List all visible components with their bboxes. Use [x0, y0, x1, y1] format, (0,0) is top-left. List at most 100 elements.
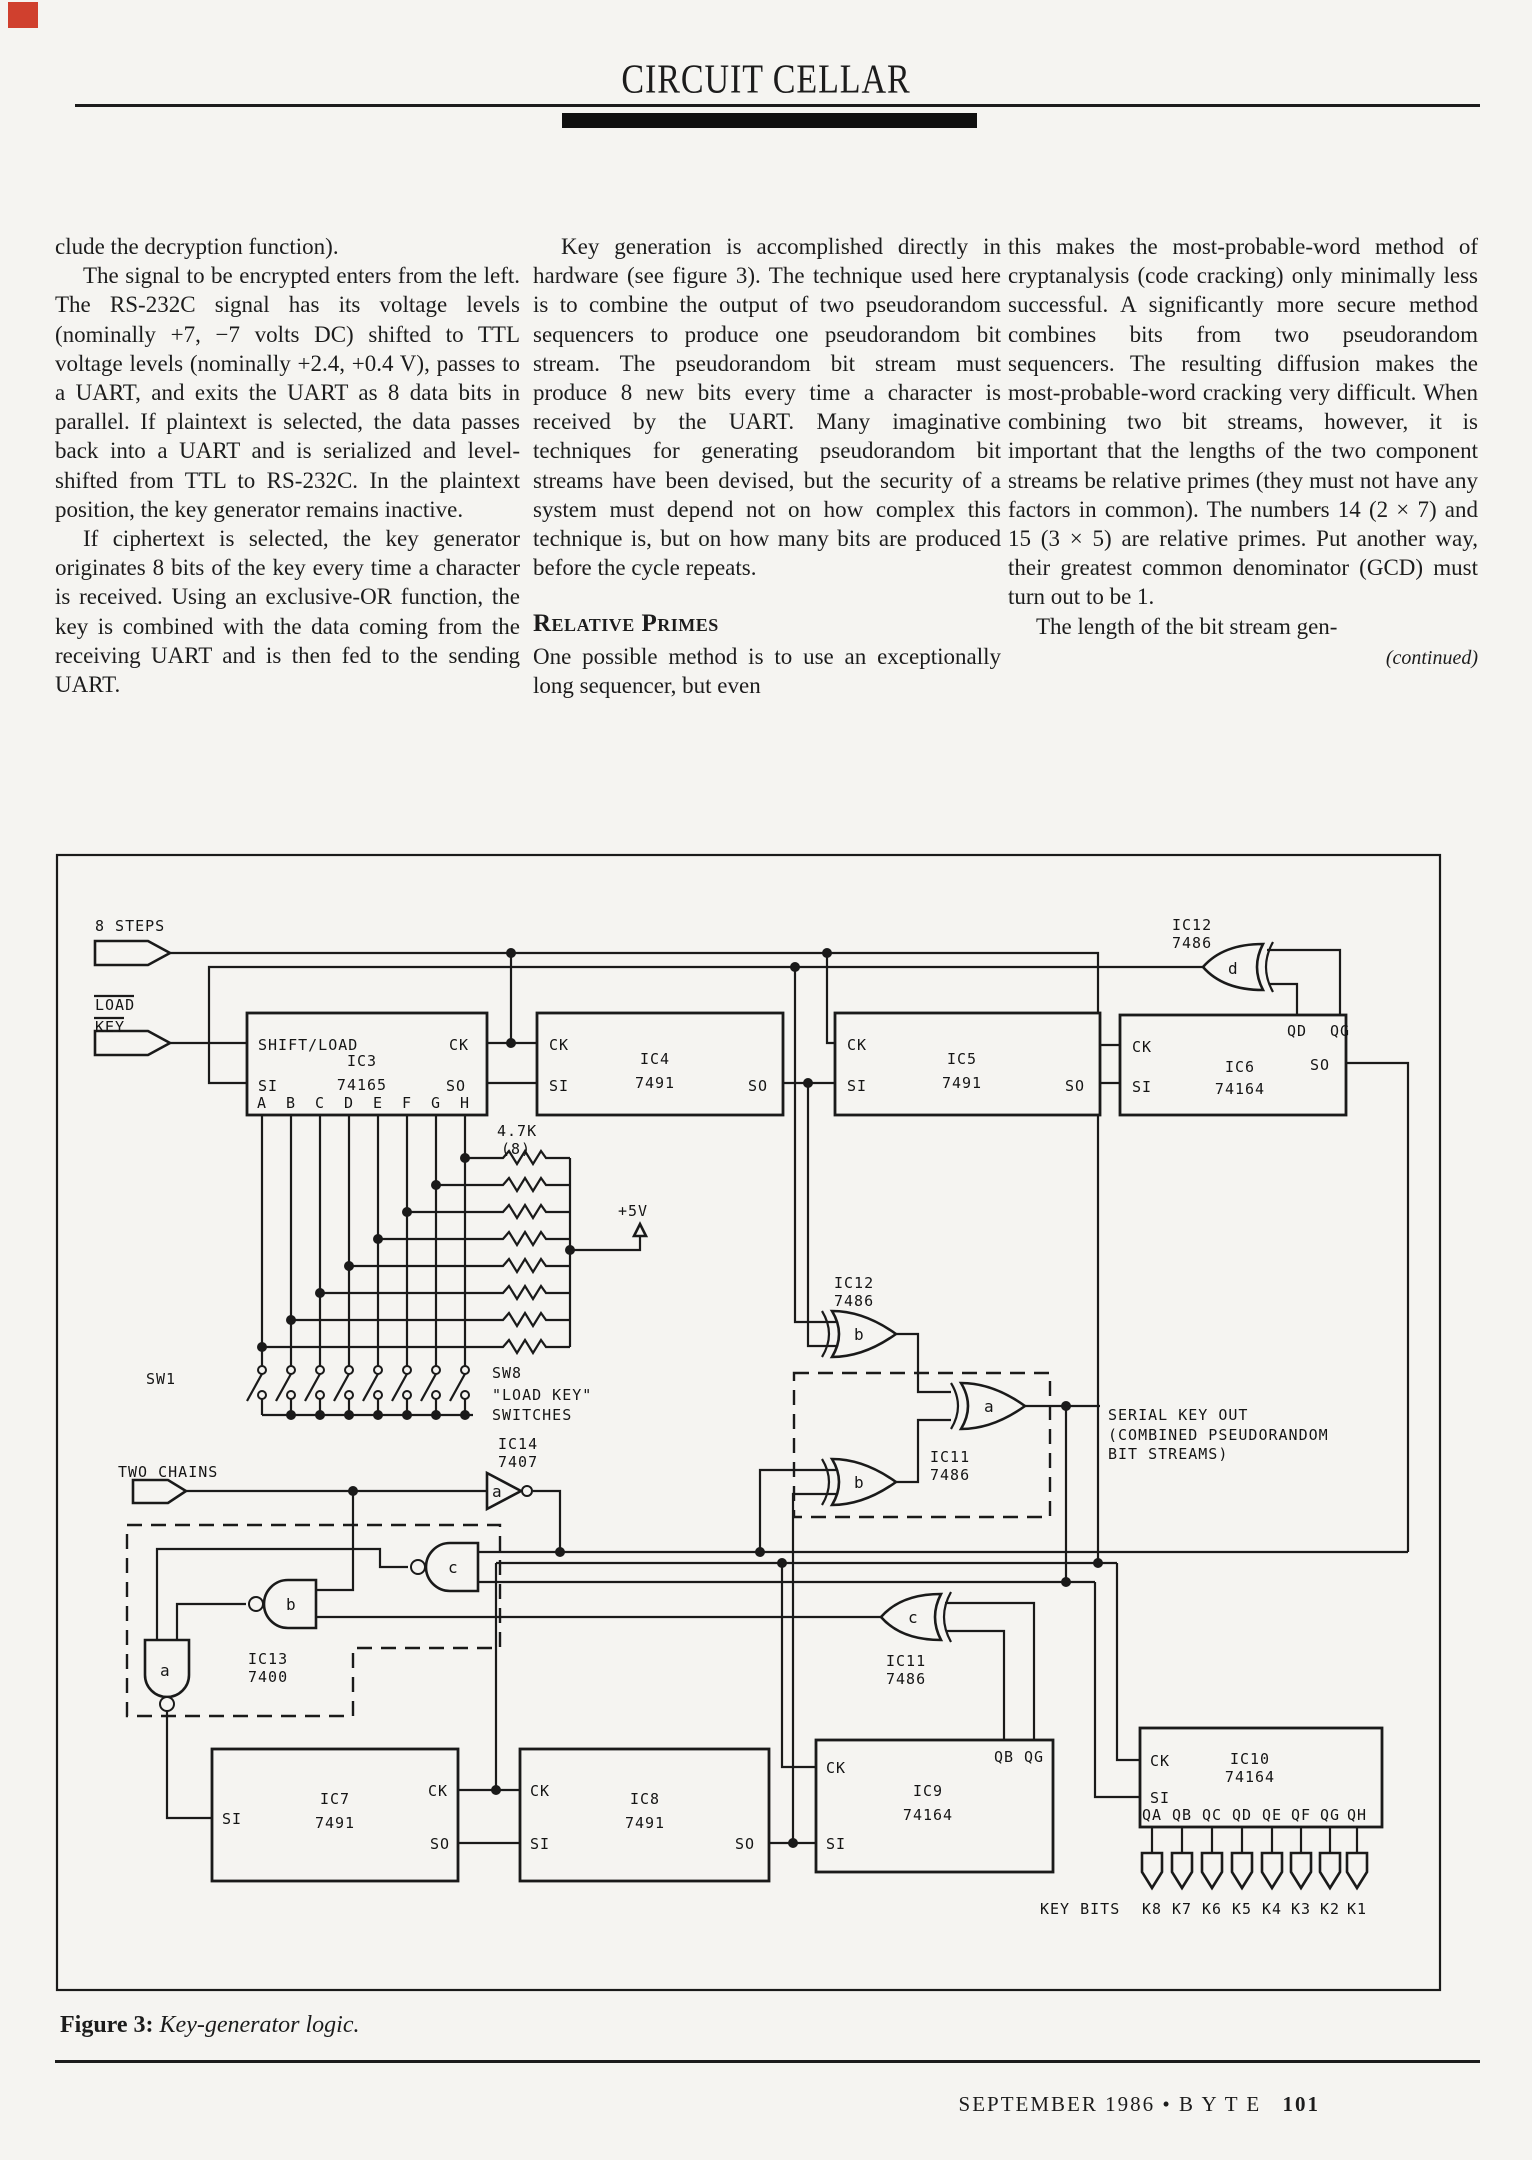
- ic4-ck: CK: [549, 1036, 569, 1054]
- ic9-qb: QB: [994, 1748, 1014, 1766]
- ic5-name: IC5: [947, 1050, 977, 1068]
- ic12b-part: 7486: [834, 1292, 874, 1310]
- ic9-qg: QG: [1024, 1748, 1044, 1766]
- label-8-steps: 8 STEPS: [95, 917, 165, 935]
- buffer-gate-a-ic14: [485, 1470, 533, 1512]
- nand-gate-c-ic13: [410, 1541, 480, 1593]
- ic8-part: 7491: [625, 1814, 665, 1832]
- input-flag-load-key: [93, 1029, 173, 1057]
- ic10-si: SI: [1150, 1789, 1170, 1807]
- diagram-border: [55, 853, 1442, 1992]
- resistor-count: (8): [501, 1140, 531, 1158]
- ic7-name: IC7: [320, 1790, 350, 1808]
- page-title: CIRCUIT CELLAR: [621, 56, 911, 103]
- paragraph: clude the decryption function).: [55, 234, 339, 259]
- plus5v-arrow: [631, 1221, 649, 1238]
- ic5-part: 7491: [942, 1074, 982, 1092]
- gate-c11-letter: c: [908, 1608, 919, 1627]
- ic11-name: IC11: [930, 1448, 970, 1466]
- key-bit-k4: K4: [1262, 1900, 1282, 1918]
- ic10-qd: QD: [1232, 1806, 1252, 1824]
- paragraph: If ciphertext is selected, the key gener…: [55, 526, 520, 698]
- load-key-switches-label2: SWITCHES: [492, 1406, 572, 1424]
- key-bit-k7: K7: [1172, 1900, 1192, 1918]
- key-bit-k6: K6: [1202, 1900, 1222, 1918]
- ic6-qg: QG: [1330, 1022, 1350, 1040]
- nand-gate-a-ic13: [143, 1638, 191, 1712]
- ic3-pin-c: C: [315, 1094, 325, 1112]
- resistor-value: 4.7K: [497, 1122, 537, 1140]
- junction-dots: [257, 948, 1103, 1848]
- ic10-part: 74164: [1225, 1768, 1275, 1786]
- ic13-name: IC13: [248, 1650, 288, 1668]
- ic10-qa: QA: [1142, 1806, 1162, 1824]
- key-bit-k1: K1: [1347, 1900, 1367, 1918]
- ic5-ck: CK: [847, 1036, 867, 1054]
- footer-text: SEPTEMBER 1986 • B Y T E: [958, 2092, 1262, 2116]
- ic10-qe: QE: [1262, 1806, 1282, 1824]
- paragraph: this makes the most-probable-word method…: [1008, 234, 1478, 610]
- ic10-qc: QC: [1202, 1806, 1222, 1824]
- plus5v-label: +5V: [618, 1202, 648, 1220]
- section-heading: Relative Primes: [533, 610, 719, 638]
- ic8-name: IC8: [630, 1790, 660, 1808]
- ic3-shift-load: SHIFT/LOAD: [258, 1036, 358, 1054]
- input-flag-8-steps: [93, 939, 173, 967]
- gate-b13-letter: b: [286, 1595, 297, 1614]
- key-bit-k2: K2: [1320, 1900, 1340, 1918]
- text-column-3: this makes the most-probable-word method…: [1008, 232, 1478, 673]
- ic3-so: SO: [446, 1077, 466, 1095]
- ic10-name: IC10: [1230, 1750, 1270, 1768]
- xor-gate-c-ic11: [879, 1591, 952, 1643]
- serial-key-out-line2: (COMBINED PSEUDORANDOM: [1108, 1426, 1329, 1444]
- ic3-pin-h: H: [460, 1094, 470, 1112]
- figure-caption-text: Key-generator logic.: [159, 2012, 360, 2038]
- ic3-pin-g: G: [431, 1094, 441, 1112]
- gate-b11-letter: b: [854, 1473, 865, 1492]
- ic12-part: 7486: [1172, 934, 1212, 952]
- gate-b12-letter: b: [854, 1325, 865, 1344]
- ic6-qd: QD: [1287, 1022, 1307, 1040]
- ic10-qf: QF: [1291, 1806, 1311, 1824]
- ic9-si: SI: [826, 1835, 846, 1853]
- ic13-part: 7400: [248, 1668, 288, 1686]
- ic4-name: IC4: [640, 1050, 670, 1068]
- ic8-ck: CK: [530, 1782, 550, 1800]
- ic6-ck: CK: [1132, 1038, 1152, 1056]
- load-key-switches-label1: "LOAD KEY": [492, 1386, 592, 1404]
- xor-gate-b-ic11: [821, 1457, 899, 1507]
- ic10-qh: QH: [1347, 1806, 1367, 1824]
- text-column-1: clude the decryption function). The sign…: [55, 232, 520, 699]
- text-column-2: Key generation is accomplished directly …: [533, 232, 1001, 700]
- key-bit-k8: K8: [1142, 1900, 1162, 1918]
- page-footer: SEPTEMBER 1986 • B Y T E 101: [0, 2092, 1320, 2117]
- ic3-si: SI: [258, 1077, 278, 1095]
- ic5-si: SI: [847, 1077, 867, 1095]
- key-bit-arrows: [1140, 1851, 1369, 1891]
- page-number: 101: [1282, 2092, 1320, 2116]
- key-bit-k5: K5: [1232, 1900, 1252, 1918]
- xor-gate-b-ic12: [821, 1309, 899, 1359]
- ic10-ck: CK: [1150, 1752, 1170, 1770]
- ic6-part: 74164: [1215, 1080, 1265, 1098]
- ic3-part: 74165: [337, 1076, 387, 1094]
- header-rule: [75, 104, 1480, 107]
- ic12b-name: IC12: [834, 1274, 874, 1292]
- header-bar: [562, 113, 977, 128]
- ic12-name: IC12: [1172, 916, 1212, 934]
- paragraph: The signal to be encrypted enters from t…: [55, 263, 520, 522]
- ic6-so: SO: [1310, 1056, 1330, 1074]
- serial-key-out-line1: SERIAL KEY OUT: [1108, 1406, 1248, 1424]
- ic3-pin-f: F: [402, 1094, 412, 1112]
- ic7-ck: CK: [428, 1782, 448, 1800]
- continued-note: (continued): [1385, 646, 1478, 669]
- paragraph: One possible method is to use an excepti…: [533, 643, 1001, 698]
- ic3-pin-d: D: [344, 1094, 354, 1112]
- ic7-part: 7491: [315, 1814, 355, 1832]
- serial-key-out-line3: BIT STREAMS): [1108, 1445, 1228, 1463]
- bottom-rule: [55, 2060, 1480, 2063]
- ic9-part: 74164: [903, 1806, 953, 1824]
- label-two-chains: TWO CHAINS: [118, 1463, 218, 1481]
